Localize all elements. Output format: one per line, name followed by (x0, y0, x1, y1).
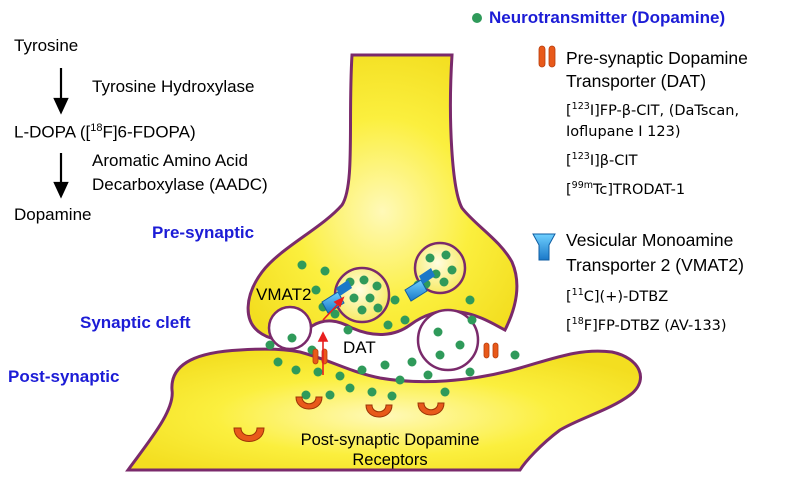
vesicle (267, 305, 313, 351)
pathway-arrow (53, 68, 69, 115)
pathway-enzyme-th: Tyrosine Hydroxylase (92, 77, 255, 96)
pathway-dopamine: Dopamine (14, 205, 92, 224)
pathway-tyrosine: Tyrosine (14, 36, 79, 55)
tracer-item: [123I]FP-β-CIT, (DaTscan, (566, 101, 740, 119)
dopamine-legend-icon (472, 13, 482, 23)
tracer-item: [123I]β-CIT (566, 150, 638, 169)
receptor-legend-icon (233, 427, 265, 442)
dat-transporter (483, 342, 499, 359)
tracer-item: Ioflupane I 123) (566, 123, 681, 140)
legend-neurotransmitter-label: Neurotransmitter (Dopamine) (489, 8, 726, 27)
tracer-item: [18F]FP-DTBZ (AV-133) (566, 315, 727, 334)
legend-vmat2-title: Vesicular Monoamine Transporter 2 (VMAT2… (566, 230, 744, 275)
legend-dat-title: Pre-synaptic Dopamine Transporter (DAT) (566, 48, 748, 91)
receptor-label: Post-synaptic Dopamine Receptors (300, 431, 480, 469)
vmat2-transporter (321, 280, 352, 314)
legend-dat-tracers: [123I]FP-β-CIT, (DaTscan, Ioflupane I 12… (566, 96, 739, 200)
pathway-ldopa: L-DOPA ([18F]6-FDOPA) (14, 122, 196, 142)
legend-vmat2-tracers: [11C](+)-DTBZ [18F]FP-DTBZ (AV-133) (566, 282, 727, 337)
vmat2-inline-label: VMAT2 (256, 285, 312, 304)
vmat2-legend-icon (532, 233, 556, 261)
postsynaptic-receptor (295, 396, 445, 418)
region-postsynaptic-label: Post-synaptic (8, 367, 120, 386)
vmat2-transporter (404, 268, 435, 302)
pathway-arrow (53, 153, 69, 199)
dat-inline-label: DAT (343, 338, 376, 357)
dopamine-molecules (265, 250, 520, 401)
vesicle (416, 308, 480, 372)
region-presynaptic-label: Pre-synaptic (152, 223, 255, 242)
tracer-item: [11C](+)-DTBZ (566, 287, 669, 305)
tracer-item: [99mTc]TRODAT-1 (566, 179, 686, 198)
region-synaptic-cleft-label: Synaptic cleft (80, 313, 191, 332)
reuptake-arrow (317, 296, 345, 375)
dat-legend-icon (538, 45, 556, 68)
